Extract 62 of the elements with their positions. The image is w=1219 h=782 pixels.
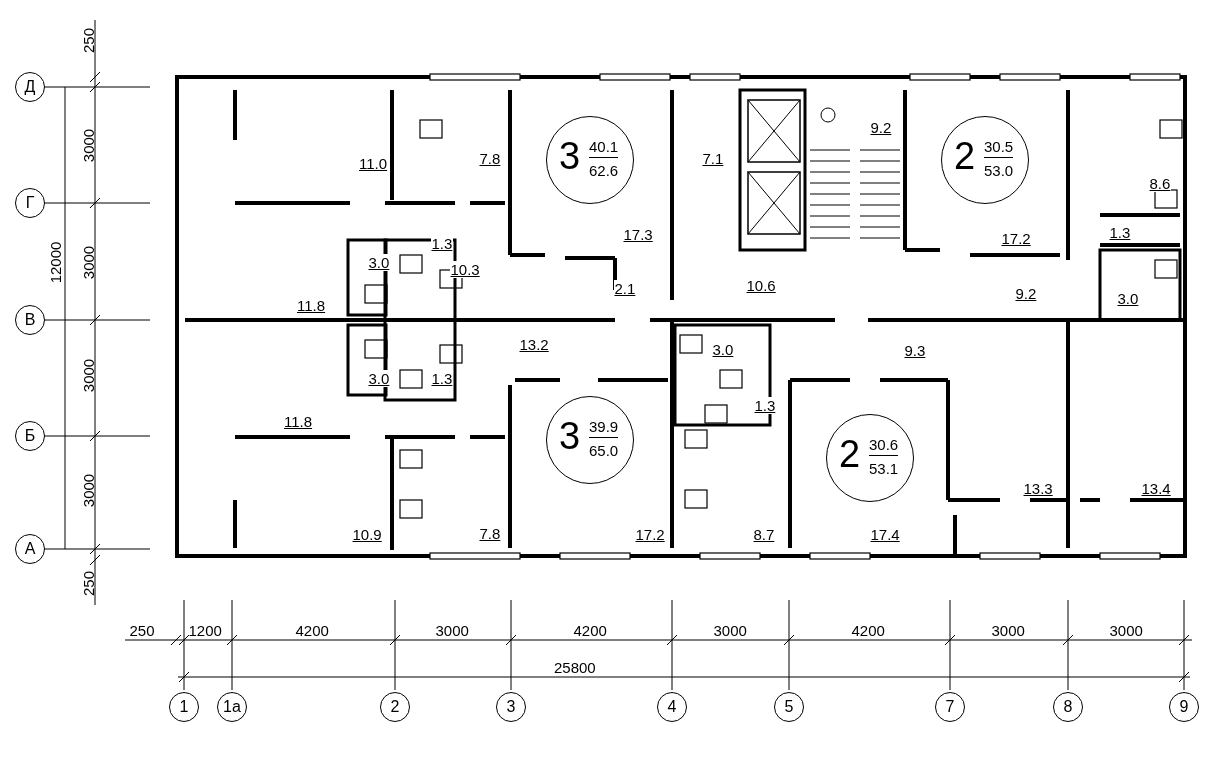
- axis-label: В: [24, 311, 36, 329]
- dimension-value: 250: [129, 622, 155, 638]
- room-count: 3: [559, 417, 581, 455]
- living-area: 40.1: [589, 139, 619, 158]
- room-count: 2: [954, 137, 976, 175]
- dimension-value: 4200: [851, 622, 885, 638]
- axis-label: 1а: [223, 698, 241, 716]
- axis-bubble: [380, 692, 410, 722]
- axis-label: 5: [784, 698, 794, 716]
- axis-label: Г: [25, 194, 35, 212]
- axis-label: 8: [1063, 698, 1073, 716]
- dimension-value: 12000: [48, 241, 64, 283]
- dimension-value: 3000: [80, 128, 96, 162]
- dimension-value: 4200: [295, 622, 329, 638]
- dimension-value: 3000: [80, 245, 96, 279]
- room-area: 3.0: [367, 369, 391, 387]
- total-area: 53.0: [984, 163, 1014, 178]
- axis-bubble: [15, 72, 45, 102]
- room-area: 10.3: [449, 260, 481, 278]
- living-area: 30.5: [984, 139, 1014, 158]
- dimension-value: 25800: [554, 659, 596, 675]
- axis-label: 7: [945, 698, 955, 716]
- dimension-value: 3000: [80, 473, 96, 507]
- dimension-value: 3000: [713, 622, 747, 638]
- living-area: 39.9: [589, 419, 619, 438]
- axis-bubble: [15, 305, 45, 335]
- dimension-value: 3000: [435, 622, 469, 638]
- axis-label: 3: [506, 698, 516, 716]
- dimension-value: 4200: [573, 622, 607, 638]
- room-area: 3.0: [367, 253, 391, 271]
- axis-bubble: [15, 534, 45, 564]
- axis-bubble: [496, 692, 526, 722]
- dimension-value: 3000: [1109, 622, 1143, 638]
- living-area: 30.6: [869, 437, 899, 456]
- axis-label: 4: [667, 698, 677, 716]
- dimension-value: 3000: [991, 622, 1025, 638]
- axis-bubble: [774, 692, 804, 722]
- room-area: 1.3: [753, 396, 777, 414]
- total-area: 53.1: [869, 461, 899, 476]
- axis-bubble: [1053, 692, 1083, 722]
- room-count: 3: [559, 137, 581, 175]
- dimension-value: 1200: [188, 622, 222, 638]
- axis-label: Д: [24, 78, 36, 96]
- axis-label: Б: [24, 427, 36, 445]
- dimension-value: 3000: [80, 358, 96, 392]
- axis-bubble: [15, 188, 45, 218]
- room-area: 2.1: [613, 279, 637, 297]
- total-area: 65.0: [589, 443, 619, 458]
- axis-bubble: [935, 692, 965, 722]
- dimension-value: 250: [80, 570, 96, 596]
- axis-label: 2: [390, 698, 400, 716]
- axis-bubble: [217, 692, 247, 722]
- axis-bubble: [657, 692, 687, 722]
- axis-label: 9: [1179, 698, 1189, 716]
- axis-bubble: [1169, 692, 1199, 722]
- axis-label: 1: [179, 698, 189, 716]
- axis-bubble: [169, 692, 199, 722]
- total-area: 62.6: [589, 163, 619, 178]
- axis-bubble: [15, 421, 45, 451]
- room-count: 2: [839, 435, 861, 473]
- dimension-value: 250: [80, 27, 96, 53]
- axis-label: А: [24, 540, 36, 558]
